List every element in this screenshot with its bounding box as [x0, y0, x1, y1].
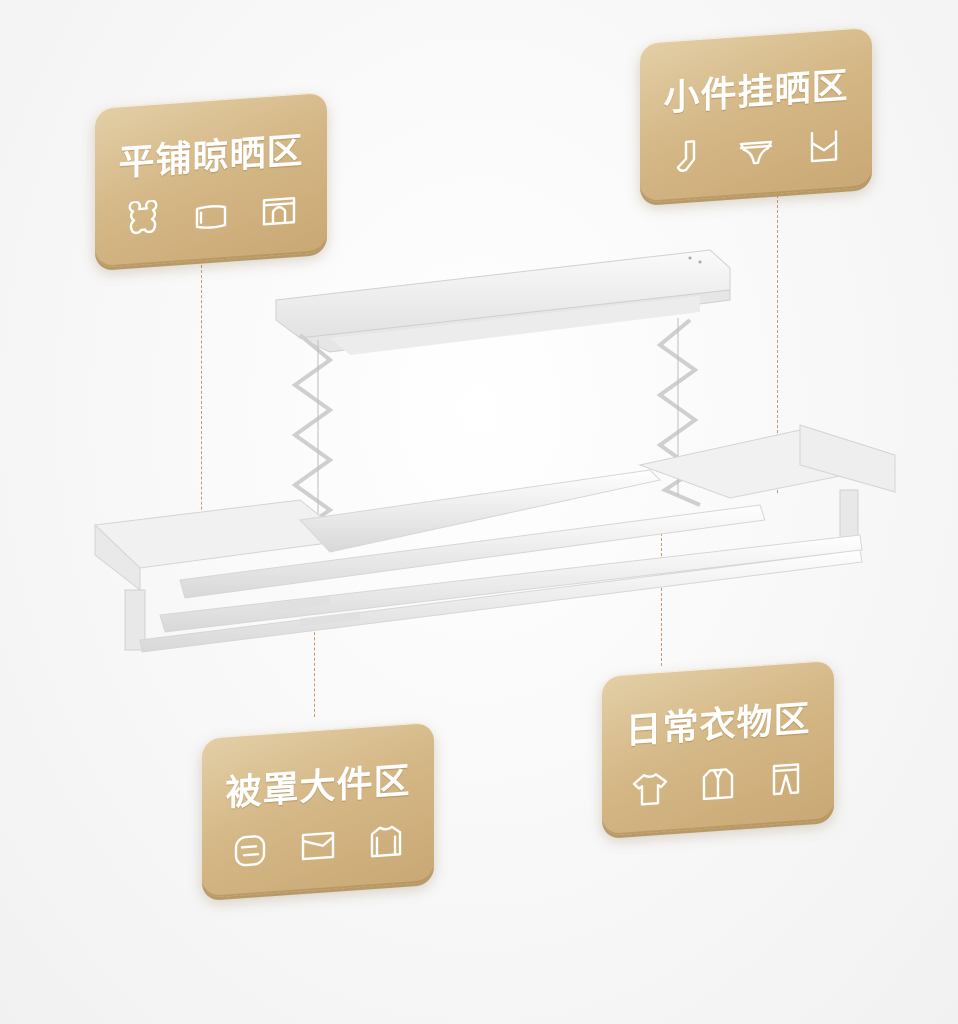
sweater-icon — [366, 820, 406, 863]
tshirt-icon — [630, 767, 670, 810]
sock-icon — [668, 134, 708, 177]
boxer-shorts-icon — [259, 190, 299, 233]
connector-line-daily — [661, 518, 662, 666]
trousers-icon — [766, 758, 806, 801]
zone-card-flat-dry: 平铺晾晒区 — [95, 91, 327, 269]
pillow-icon — [191, 195, 231, 238]
connector-line-bedding — [314, 622, 315, 717]
shirt-icon — [698, 763, 738, 806]
teddy-bear-icon — [123, 199, 163, 242]
bra-icon — [804, 125, 844, 168]
zone-title: 日常衣物区 — [625, 698, 811, 753]
quilt-cover-icon — [298, 825, 338, 868]
blanket-roll-icon — [230, 829, 270, 872]
connector-line-small-hang — [777, 195, 778, 493]
underwear-icon — [736, 130, 776, 173]
zone-card-bedding: 被罩大件区 — [202, 721, 434, 899]
connector-line-flat-dry — [201, 265, 202, 555]
zone-card-small-hang: 小件挂晒区 — [640, 26, 872, 204]
zone-card-daily: 日常衣物区 — [602, 659, 834, 837]
zone-title: 被罩大件区 — [225, 760, 411, 815]
zone-title: 平铺晾晒区 — [118, 130, 304, 185]
zone-title: 小件挂晒区 — [663, 65, 849, 120]
